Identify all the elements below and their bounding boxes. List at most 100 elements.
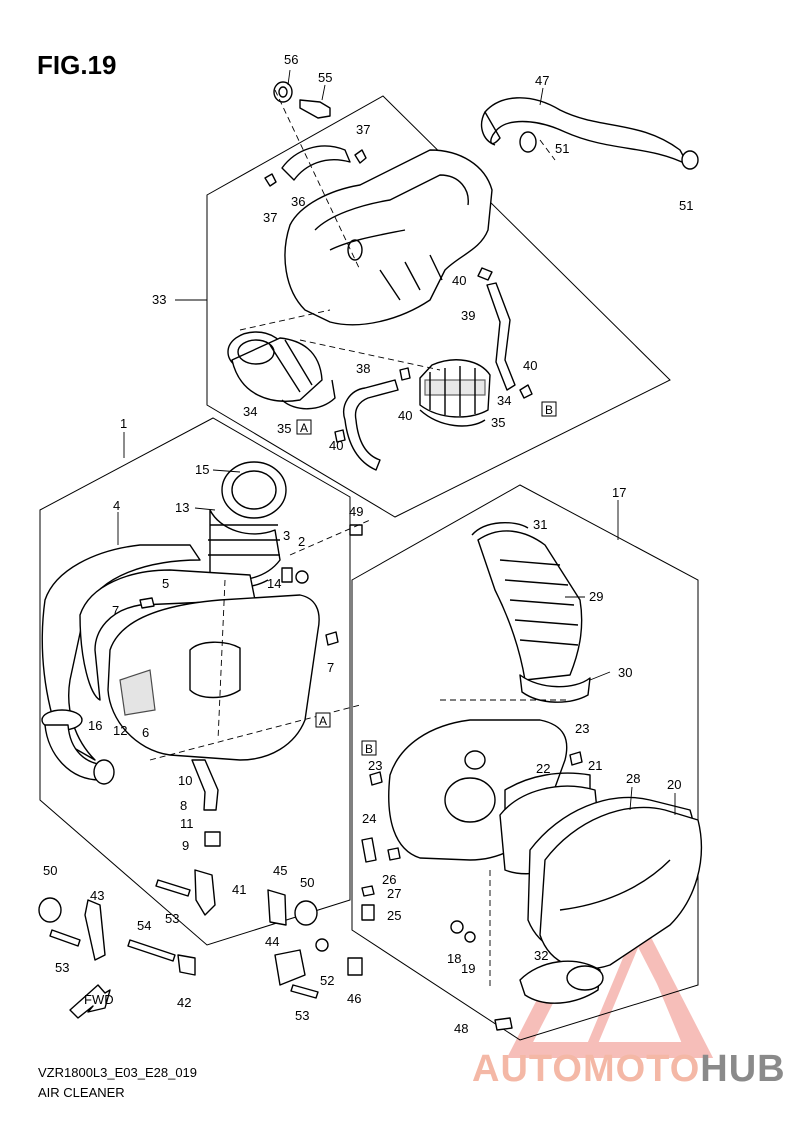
callout: 34 — [243, 404, 257, 419]
intake-funnel-34-left — [227, 331, 323, 402]
callout: 13 — [175, 500, 189, 515]
clamp-30 — [519, 674, 591, 703]
clip-26 — [387, 847, 401, 861]
valve-55 — [299, 99, 331, 119]
callout: 33 — [152, 292, 166, 307]
section-name: AIR CLEANER — [38, 1085, 125, 1100]
callout: 53 — [295, 1008, 309, 1023]
callout: 22 — [536, 761, 550, 776]
bolt-54 — [127, 939, 176, 962]
clamp-51-lower — [681, 150, 699, 170]
screw-7-left — [139, 597, 155, 609]
callout: 27 — [387, 886, 401, 901]
ref-box-a-upper: A — [296, 419, 312, 435]
callout: 23 — [575, 721, 589, 736]
callout: 19 — [461, 961, 475, 976]
bracket-44 — [274, 949, 306, 986]
watermark-text-part-a: AUTOMOTO — [472, 1048, 701, 1090]
callout: 23 — [368, 758, 382, 773]
callout: 24 — [362, 811, 376, 826]
bolt-53-left — [49, 929, 81, 947]
callout: 7 — [327, 660, 334, 675]
callout: 46 — [347, 991, 361, 1006]
callout: 54 — [137, 918, 151, 933]
clip-37-lower — [264, 173, 277, 187]
leader-47 — [539, 87, 544, 106]
drain-hose-16 — [41, 709, 115, 785]
fwd-arrow-icon: FWD — [69, 984, 114, 1019]
callout: 52 — [320, 973, 334, 988]
callout: 31 — [533, 517, 547, 532]
clamp-42 — [177, 954, 196, 976]
cushion-50-left — [38, 897, 62, 923]
figure-title: FIG.19 — [37, 50, 117, 80]
callout: 10 — [178, 773, 192, 788]
callout: 42 — [177, 995, 191, 1010]
air-cleaner-body — [107, 594, 320, 761]
svg-text:A: A — [319, 714, 327, 728]
callout: 49 — [349, 504, 363, 519]
callout: 7 — [112, 603, 119, 618]
leader-13 — [194, 507, 216, 511]
callout: 11 — [180, 816, 194, 831]
callout: 45 — [273, 863, 287, 878]
bracket-41 — [194, 869, 216, 916]
clip-27 — [361, 885, 375, 897]
callout: 40 — [452, 273, 466, 288]
callout: 3 — [283, 528, 290, 543]
hose-39 — [486, 282, 516, 391]
leader-28 — [629, 786, 633, 811]
watermark-text: AUTOMOTOHUB — [472, 1048, 786, 1091]
callout: 50 — [300, 875, 314, 890]
hose-38 — [343, 379, 399, 471]
ref-box-a-lower: A — [315, 712, 331, 728]
nut-2 — [295, 570, 309, 584]
ref-box-b-lower: B — [361, 740, 377, 756]
clip-40-d — [334, 429, 346, 443]
bolt-53-right — [290, 984, 319, 999]
hose-24 — [361, 837, 377, 863]
callout: 9 — [182, 838, 189, 853]
dash-line-2 — [539, 139, 556, 161]
callout: 16 — [88, 718, 102, 733]
leader-55 — [321, 84, 326, 101]
intake-funnel-34-right — [419, 359, 491, 418]
air-box-cover-33 — [284, 149, 493, 326]
fwd-label: FWD — [84, 992, 114, 1007]
intake-duct-15 — [221, 461, 287, 519]
leader-56 — [287, 69, 291, 86]
callout: 32 — [534, 948, 548, 963]
plug-9 — [204, 831, 221, 847]
group-frame-air-cleaner-case — [39, 417, 351, 946]
callout: 15 — [195, 462, 209, 477]
callout: 28 — [626, 771, 640, 786]
grommet-56 — [273, 81, 293, 103]
clamp-31 — [471, 521, 529, 536]
callout: 48 — [454, 1021, 468, 1036]
callout-labels: 56 55 47 37 51 51 37 36 33 40 39 40 38 3… — [43, 52, 693, 1036]
clip-37-upper — [354, 149, 367, 164]
ref-box-b-upper: B — [541, 401, 557, 417]
grommet-18 — [450, 920, 464, 934]
callout: 50 — [43, 863, 57, 878]
callout: 40 — [329, 438, 343, 453]
dash-line-4 — [299, 339, 441, 371]
callout: 38 — [356, 361, 370, 376]
callout: 40 — [398, 408, 412, 423]
callout: 18 — [447, 951, 461, 966]
dash-line-5 — [217, 579, 226, 741]
air-cleaner-element-5 — [79, 569, 256, 701]
callout: 47 — [535, 73, 549, 88]
callout: 25 — [387, 908, 401, 923]
callout: 53 — [55, 960, 69, 975]
svg-text:B: B — [365, 742, 373, 756]
intake-pipe-29 — [477, 530, 583, 681]
collar-52 — [315, 938, 329, 952]
callout: 1 — [120, 416, 127, 431]
clip-40-a — [477, 267, 493, 281]
callout: 21 — [588, 758, 602, 773]
clamp-35-right — [419, 409, 486, 427]
clamp-51-upper — [519, 131, 537, 153]
clamp-35-left — [281, 379, 336, 410]
callout: 6 — [142, 725, 149, 740]
